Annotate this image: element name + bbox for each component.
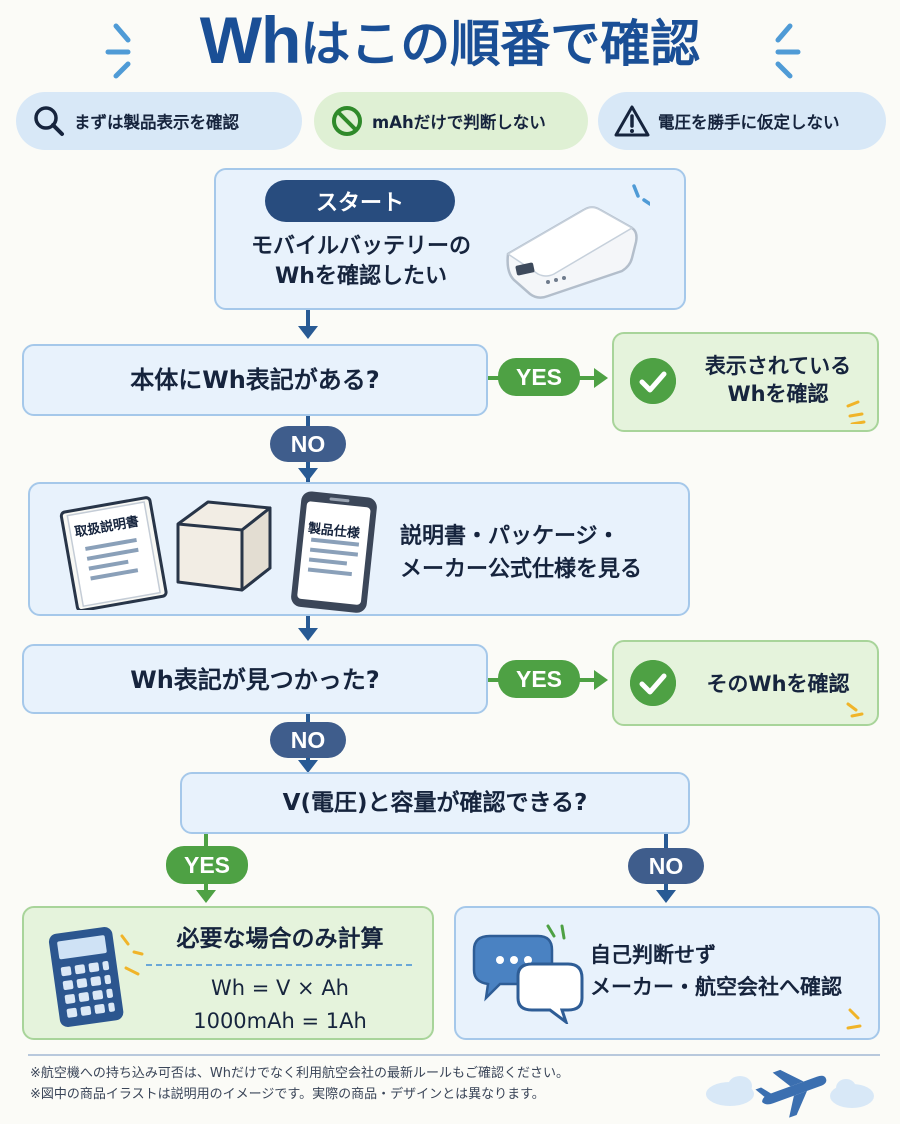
no-badge-3: NO — [628, 848, 704, 884]
sparkle-accent-icon — [120, 934, 144, 976]
yes-badge-3: YES — [166, 846, 248, 884]
power-bank-illustration — [506, 184, 650, 299]
ask-line-1: 自己判断せず — [590, 943, 716, 967]
sparkle-accent-icon — [546, 924, 566, 940]
tip-pill-check-label: まずは製品表示を確認 — [16, 92, 302, 150]
sparkle-accent-icon — [846, 1008, 862, 1030]
arrow-down-icon — [298, 628, 318, 641]
question-2-text: Wh表記が見つかった? — [130, 666, 380, 694]
sparkle-accent-icon — [846, 702, 864, 718]
arrow-down-icon — [298, 468, 318, 481]
result-1-text: 表示されている Whを確認 — [688, 352, 868, 409]
manual-book-illustration — [59, 496, 168, 610]
arrow-right-icon — [594, 368, 608, 388]
arrow-right-icon — [594, 670, 608, 690]
sparkle-accent-icon — [846, 400, 866, 424]
arrow-down-icon — [656, 890, 676, 903]
calc-formula-1: Wh = V × Ah — [210, 976, 349, 1000]
start-badge: スタート — [265, 180, 455, 222]
warning-icon — [614, 105, 650, 137]
phone-spec-illustration — [291, 491, 377, 613]
question-2-box — [22, 644, 488, 714]
no-badge-2: NO — [270, 722, 346, 758]
result-1-line-2: Whを確認 — [727, 382, 829, 407]
page-title: Whはこの順番で確認 — [0, 2, 900, 78]
docs-line-2: メーカー公式仕様を見る — [400, 557, 643, 582]
check-icon — [630, 358, 676, 404]
title-wh: Wh — [199, 3, 302, 77]
no-badge-1: NO — [270, 426, 346, 462]
sparkle-right-icon — [775, 23, 801, 79]
tip-pill-label: mAhだけで判断しない — [372, 113, 546, 132]
arrow-down-icon — [298, 760, 318, 773]
calc-formula-2: 1000mAh = 1Ah — [193, 1008, 367, 1033]
calc-title: 必要な場合のみ計算 — [176, 926, 384, 952]
tip-pill-label: 電圧を勝手に仮定しない — [658, 113, 840, 132]
result-1-line-1: 表示されている — [704, 354, 852, 378]
chat-bubbles-icon — [472, 934, 584, 1024]
ask-line-2: メーカー・航空会社へ確認 — [590, 974, 842, 999]
ask-text: 自己判断せず メーカー・航空会社へ確認 — [590, 940, 870, 1003]
prohibit-icon — [332, 106, 362, 136]
question-3-text: V(電圧)と容量が確認できる? — [282, 790, 588, 816]
question-3-box — [180, 772, 690, 834]
search-icon — [34, 106, 64, 136]
result-2-text: そのWhを確認 — [706, 672, 850, 696]
docs-line-1: 説明書・パッケージ・ — [400, 524, 620, 549]
check-icon — [630, 660, 676, 706]
footer-notes: ※航空機への持ち込み可否は、Whだけでなく利用航空会社の最新ルールもご確認くださ… — [30, 1064, 690, 1106]
tip-pill-no-mah: mAhだけで判断しない — [314, 92, 588, 150]
start-line-2: Whを確認したい — [275, 263, 447, 289]
calc-formulas: Wh = V × Ah 1000mAh = 1Ah — [138, 972, 422, 1037]
connector-line — [306, 616, 310, 636]
title-rest: はこの順番で確認 — [300, 15, 701, 73]
connector-line — [306, 310, 310, 334]
calc-divider — [146, 964, 412, 966]
arrow-down-icon — [298, 326, 318, 339]
sparkle-left-icon — [105, 23, 131, 79]
airplane-clouds-icon — [706, 1069, 874, 1118]
tip-pill-label: まずは製品表示を確認 — [74, 113, 239, 132]
calculator-icon — [48, 927, 124, 1027]
start-text: モバイルバッテリーの Whを確認したい — [232, 232, 490, 291]
docs-text: 説明書・パッケージ・ メーカー公式仕様を見る — [400, 520, 680, 586]
tip-pill-no-voltage: 電圧を勝手に仮定しない — [598, 92, 886, 150]
start-line-1: モバイルバッテリーの — [250, 234, 471, 259]
footer-note-1: ※航空機への持ち込み可否は、Whだけでなく利用航空会社の最新ルールもご確認くださ… — [30, 1066, 569, 1081]
footer-note-2: ※図中の商品イラストは説明用のイメージです。実際の商品・デザインとは異なります。 — [30, 1086, 545, 1102]
package-box-illustration — [176, 500, 272, 592]
arrow-down-icon — [196, 890, 216, 903]
question-1-box — [22, 344, 488, 416]
footer-divider — [28, 1054, 880, 1056]
question-1-text: 本体にWh表記がある? — [130, 366, 380, 394]
yes-badge-2: YES — [498, 660, 580, 698]
yes-badge-1: YES — [498, 358, 580, 396]
